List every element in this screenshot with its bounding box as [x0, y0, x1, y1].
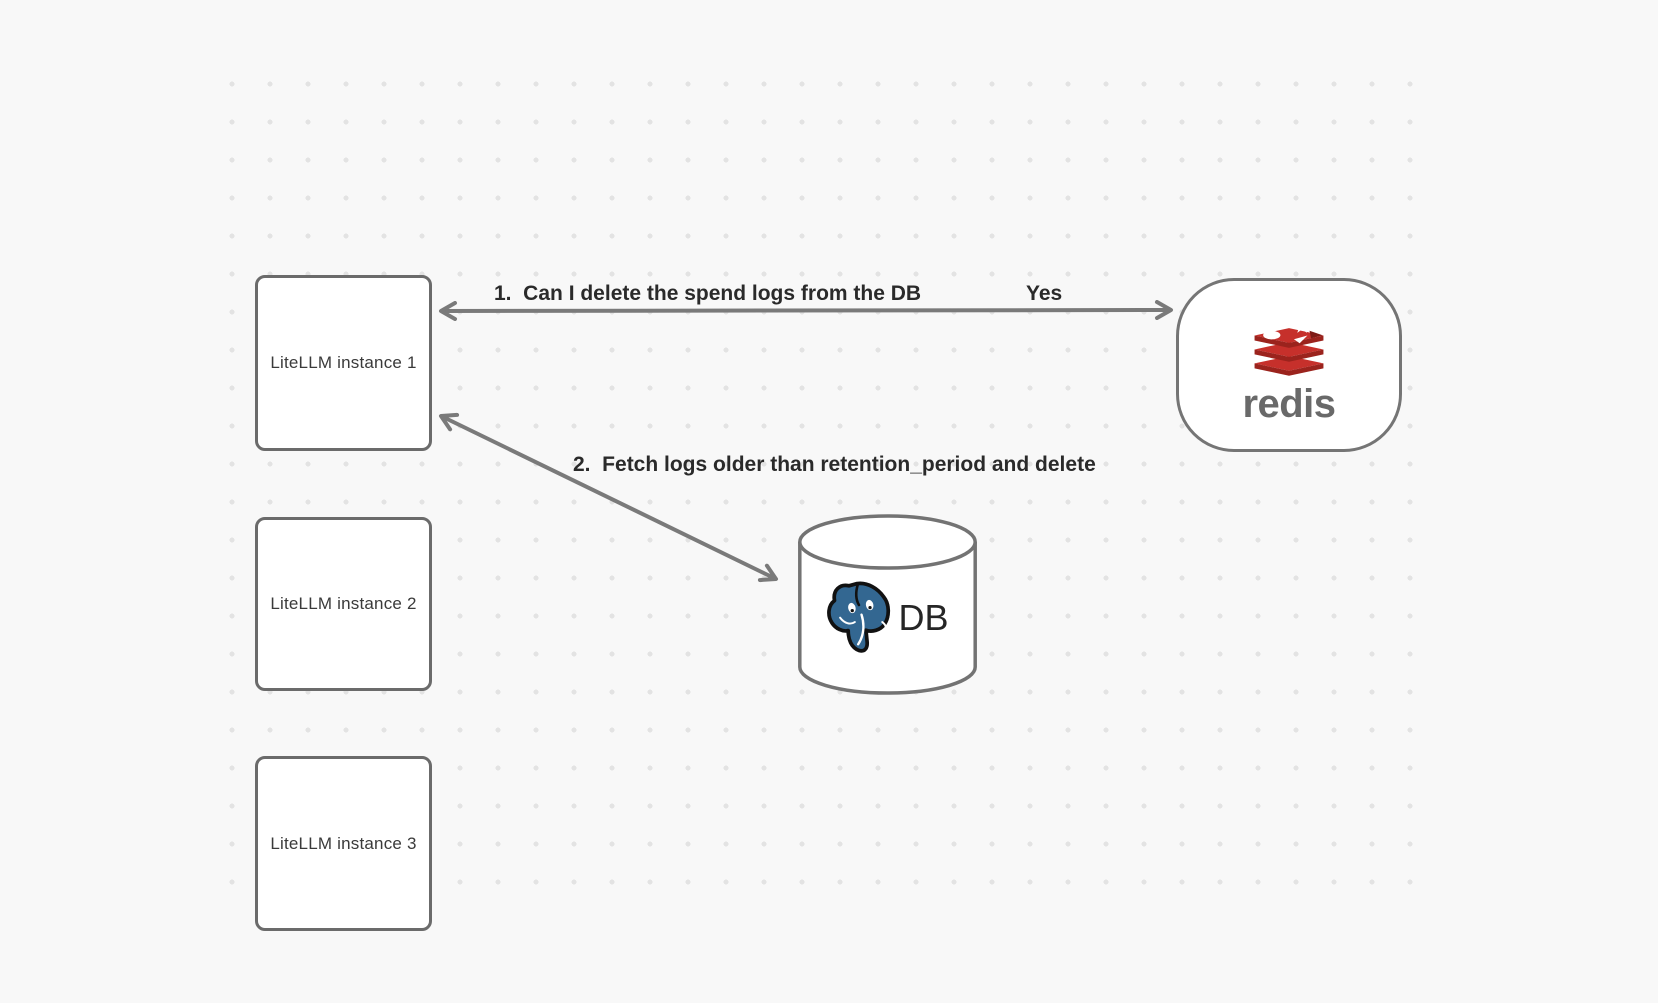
edge1-reply-label[interactable]: Yes: [1026, 282, 1063, 305]
redis-wordmark: redis: [1242, 382, 1336, 426]
postgres-db-node[interactable]: DB: [796, 512, 979, 699]
redis-node[interactable]: redis: [1176, 278, 1402, 452]
litellm-instance-3-node[interactable]: LiteLLM instance 3: [255, 756, 432, 931]
litellm-instance-3-label: LiteLLM instance 3: [270, 833, 417, 853]
litellm-instance-1-label: LiteLLM instance 1: [270, 353, 417, 372]
db-label: DB: [898, 596, 949, 638]
postgresql-elephant-icon: [827, 581, 891, 653]
redis-stack-icon: [1254, 317, 1324, 376]
litellm-instance-2-label: LiteLLM instance 2: [270, 594, 417, 613]
edge2-arrow-litellm-db[interactable]: [439, 412, 778, 583]
edge1-arrow-litellm-redis[interactable]: [439, 300, 1173, 321]
litellm-instance-1-node[interactable]: LiteLLM instance 1: [255, 275, 432, 451]
edge2-label[interactable]: 2. Fetch logs older than retention_perio…: [573, 453, 1096, 476]
edge1-label[interactable]: 1. Can I delete the spend logs from the …: [494, 282, 922, 305]
litellm-instance-2-node[interactable]: LiteLLM instance 2: [255, 517, 432, 691]
